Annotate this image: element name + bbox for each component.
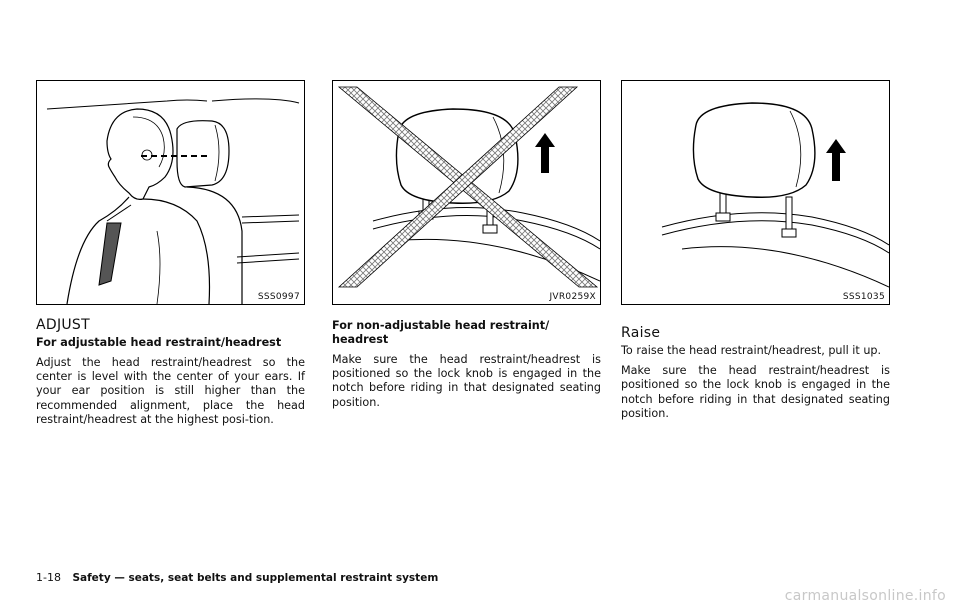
- section-heading-adjust: ADJUST: [36, 317, 90, 333]
- column-adjust: SSS0997 ADJUST For adjustable head restr…: [36, 80, 305, 433]
- paragraph-raise-2: Make sure the head restraint/headrest is…: [621, 364, 890, 420]
- figure-headrest-raise: SSS1035: [621, 80, 890, 305]
- section-heading-raise: Raise: [621, 325, 661, 341]
- figure-code: SSS1035: [842, 292, 885, 302]
- figure-head-alignment: SSS0997: [36, 80, 305, 305]
- headrest-crossed-illustration: [337, 86, 600, 288]
- figure-code: JVR0259X: [549, 292, 596, 302]
- page-footer: 1-18 Safety — seats, seat belts and supp…: [36, 571, 438, 584]
- paragraph-adjust: Adjust the head restraint/headrest so th…: [36, 356, 305, 426]
- paragraph-raise-1: To raise the head restraint/headrest, pu…: [621, 344, 882, 357]
- headrest-raise-illustration: [661, 102, 889, 288]
- column-non-adjustable: JVR0259X For non-adjustable head restrai…: [332, 80, 601, 416]
- watermark: carmanualsonline.info: [784, 588, 946, 604]
- paragraph-non-adjustable: Make sure the head restraint/headrest is…: [332, 353, 601, 409]
- subheading-adjustable: For adjustable head restraint/headrest: [36, 336, 282, 349]
- subheading-non-adjustable: For non-adjustable head restraint/ headr…: [332, 319, 550, 346]
- figure-code: SSS0997: [257, 292, 300, 302]
- figure-headrest-crossed: JVR0259X: [332, 80, 601, 305]
- page-number: 1-18: [36, 571, 61, 584]
- column-raise: SSS1035 Raise To raise the head restrain…: [621, 80, 890, 427]
- footer-title: Safety — seats, seat belts and supplemen…: [72, 572, 439, 584]
- head-alignment-illustration: [46, 98, 300, 304]
